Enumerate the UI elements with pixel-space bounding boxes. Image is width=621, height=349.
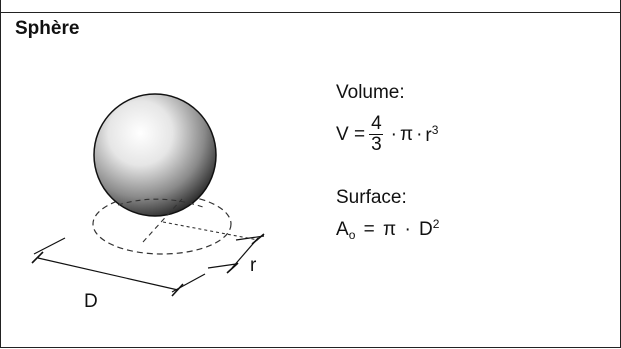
diameter-tick-left — [31, 251, 44, 264]
radius-label: r — [250, 255, 257, 276]
surface-label: Surface: — [336, 187, 407, 208]
multiply-dot: · — [390, 124, 397, 145]
volume-formula: V = 4 3 · π · r3 — [336, 114, 438, 155]
diameter-label: D — [84, 291, 98, 312]
figure-title: Sphère — [15, 18, 80, 39]
diameter-dashed-line — [142, 198, 183, 243]
diameter-tick-right — [171, 283, 184, 297]
exponent: 3 — [431, 123, 439, 137]
top-divider — [0, 12, 621, 13]
equals-sign: = — [363, 219, 375, 240]
volume-lhs: V = — [336, 124, 366, 145]
sphere — [93, 93, 217, 217]
radius-variable: r3 — [425, 123, 439, 146]
pi-symbol: π — [383, 219, 397, 240]
exponent: 2 — [432, 217, 440, 231]
surface-formula: Ao = π · D2 — [336, 218, 439, 241]
radius-extension-bottom — [207, 263, 237, 269]
fraction-denominator: 3 — [371, 134, 382, 155]
surface-lhs: Ao — [336, 219, 356, 242]
fraction-bar — [369, 134, 384, 135]
volume-fraction: 4 3 — [369, 114, 384, 155]
subscript: o — [348, 228, 356, 242]
pi-symbol: π — [399, 124, 414, 145]
diameter-variable: D2 — [419, 217, 440, 240]
volume-label: Volume: — [336, 82, 405, 103]
radius-tick-bottom — [226, 262, 239, 274]
multiply-dot: · — [404, 219, 411, 240]
fraction-numerator: 4 — [371, 113, 382, 134]
diameter-extension-left — [33, 237, 66, 255]
radius-extension-top — [235, 235, 265, 241]
diameter-dimension-line — [37, 257, 179, 291]
radius-tick-top — [251, 233, 265, 245]
radius-dashed-line — [162, 221, 259, 241]
multiply-dot: · — [416, 124, 423, 145]
